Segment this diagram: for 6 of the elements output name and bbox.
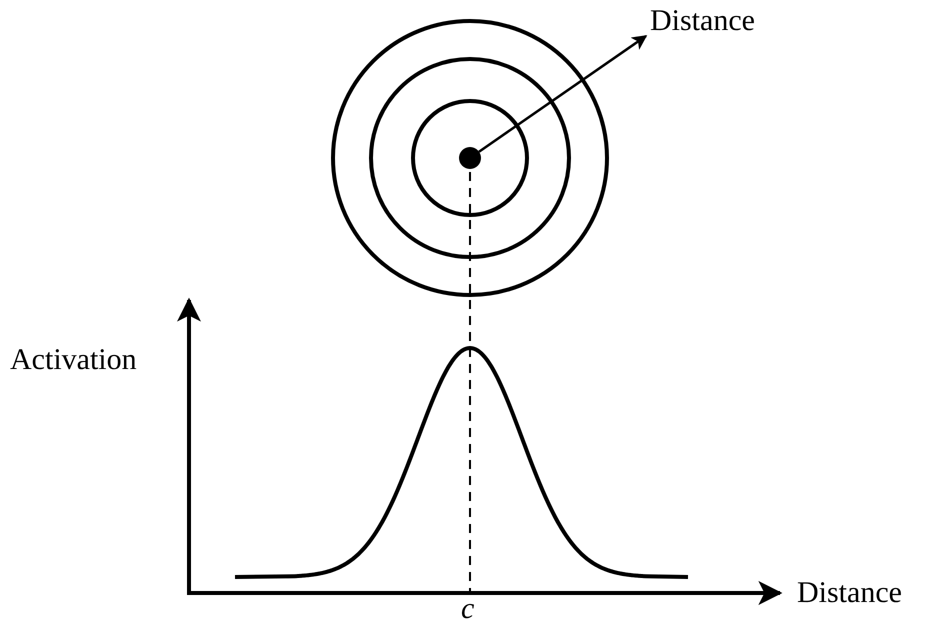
distance-label: Distance (650, 6, 755, 36)
axis-title: Activation (10, 345, 137, 375)
center-dot (459, 147, 481, 169)
arrow (478, 34, 648, 153)
axis-title: Distance (797, 578, 902, 608)
center-mark: c (461, 594, 474, 624)
